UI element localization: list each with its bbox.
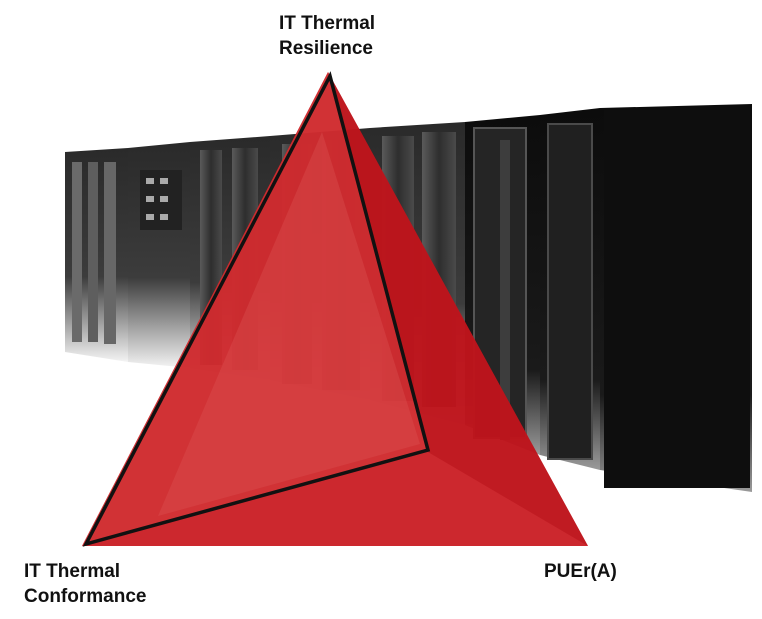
vertex-label-puer: PUEr(A) (530, 551, 675, 614)
vertex-label-conformance: IT Thermal Conformance (12, 551, 185, 614)
rack-left-1-door-b (88, 162, 98, 342)
triangle-facet-inner (158, 132, 420, 516)
vertex-label-conformance-line2: Conformance (24, 586, 147, 607)
triangle-facet-left (82, 72, 428, 546)
metric-outline (82, 71, 431, 547)
vertex-label-resilience-line1: IT Thermal (279, 13, 376, 34)
vertex-label-puer-line1: PUEr(A) (544, 561, 617, 582)
vertex-label-resilience-line2: Resilience (279, 38, 373, 59)
triangle-facet-right (328, 72, 588, 546)
rack-left-1-door-c (104, 162, 116, 344)
vertex-label-resilience: IT Thermal Resilience (268, 4, 413, 70)
vertex-label-conformance-line1: IT Thermal (24, 561, 121, 582)
rack-left-1-door-a (72, 162, 82, 342)
